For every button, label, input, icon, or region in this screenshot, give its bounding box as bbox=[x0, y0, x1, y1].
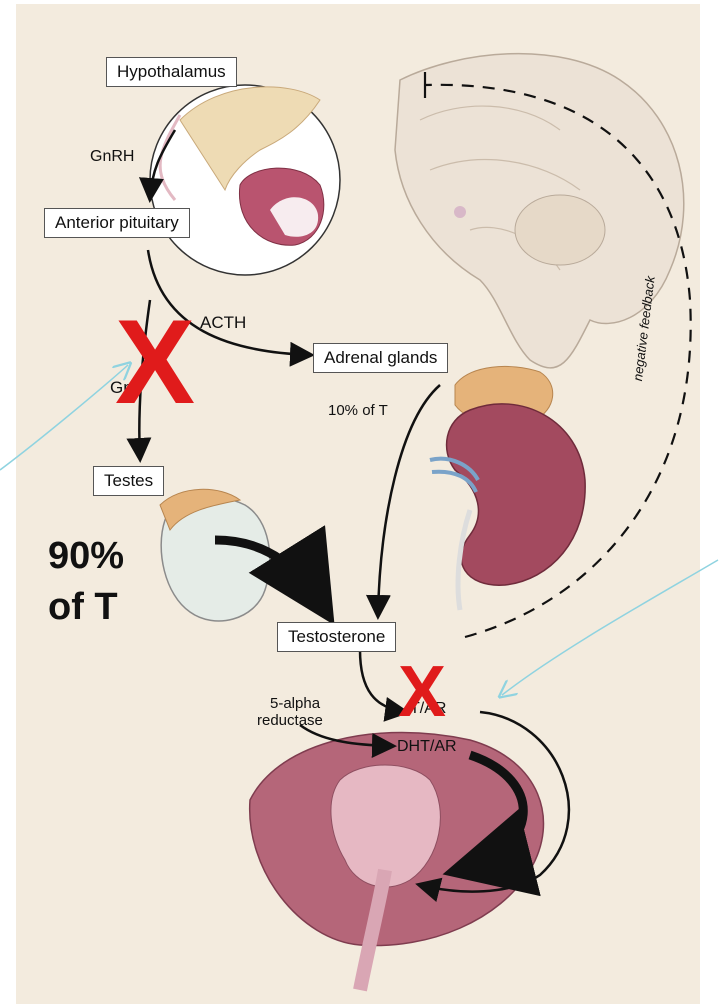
cerebellum-illustration bbox=[515, 195, 605, 265]
adrenal-glands-box: Adrenal glands bbox=[313, 343, 448, 373]
testes-box: Testes bbox=[93, 466, 164, 496]
five-alpha-label-line2: reductase bbox=[257, 712, 323, 729]
pituitary-dot bbox=[454, 206, 466, 218]
five-alpha-label-line1: 5-alpha bbox=[270, 695, 320, 712]
anterior-pituitary-box: Anterior pituitary bbox=[44, 208, 190, 238]
hypothalamus-box: Hypothalamus bbox=[106, 57, 237, 87]
blocked-x-pituitary: X bbox=[115, 302, 195, 422]
testosterone-box: Testosterone bbox=[277, 622, 396, 652]
adrenal-share-label: 10% of T bbox=[328, 402, 388, 419]
testes-share-line2: of T bbox=[48, 586, 118, 629]
testes-share-line1: 90% bbox=[48, 535, 124, 578]
blocked-x-receptor: X bbox=[398, 656, 446, 728]
acth-label: ACTH bbox=[200, 313, 246, 333]
gnrh-label: GnRH bbox=[90, 148, 134, 166]
dht-ar-label: DHT/AR bbox=[397, 738, 457, 756]
